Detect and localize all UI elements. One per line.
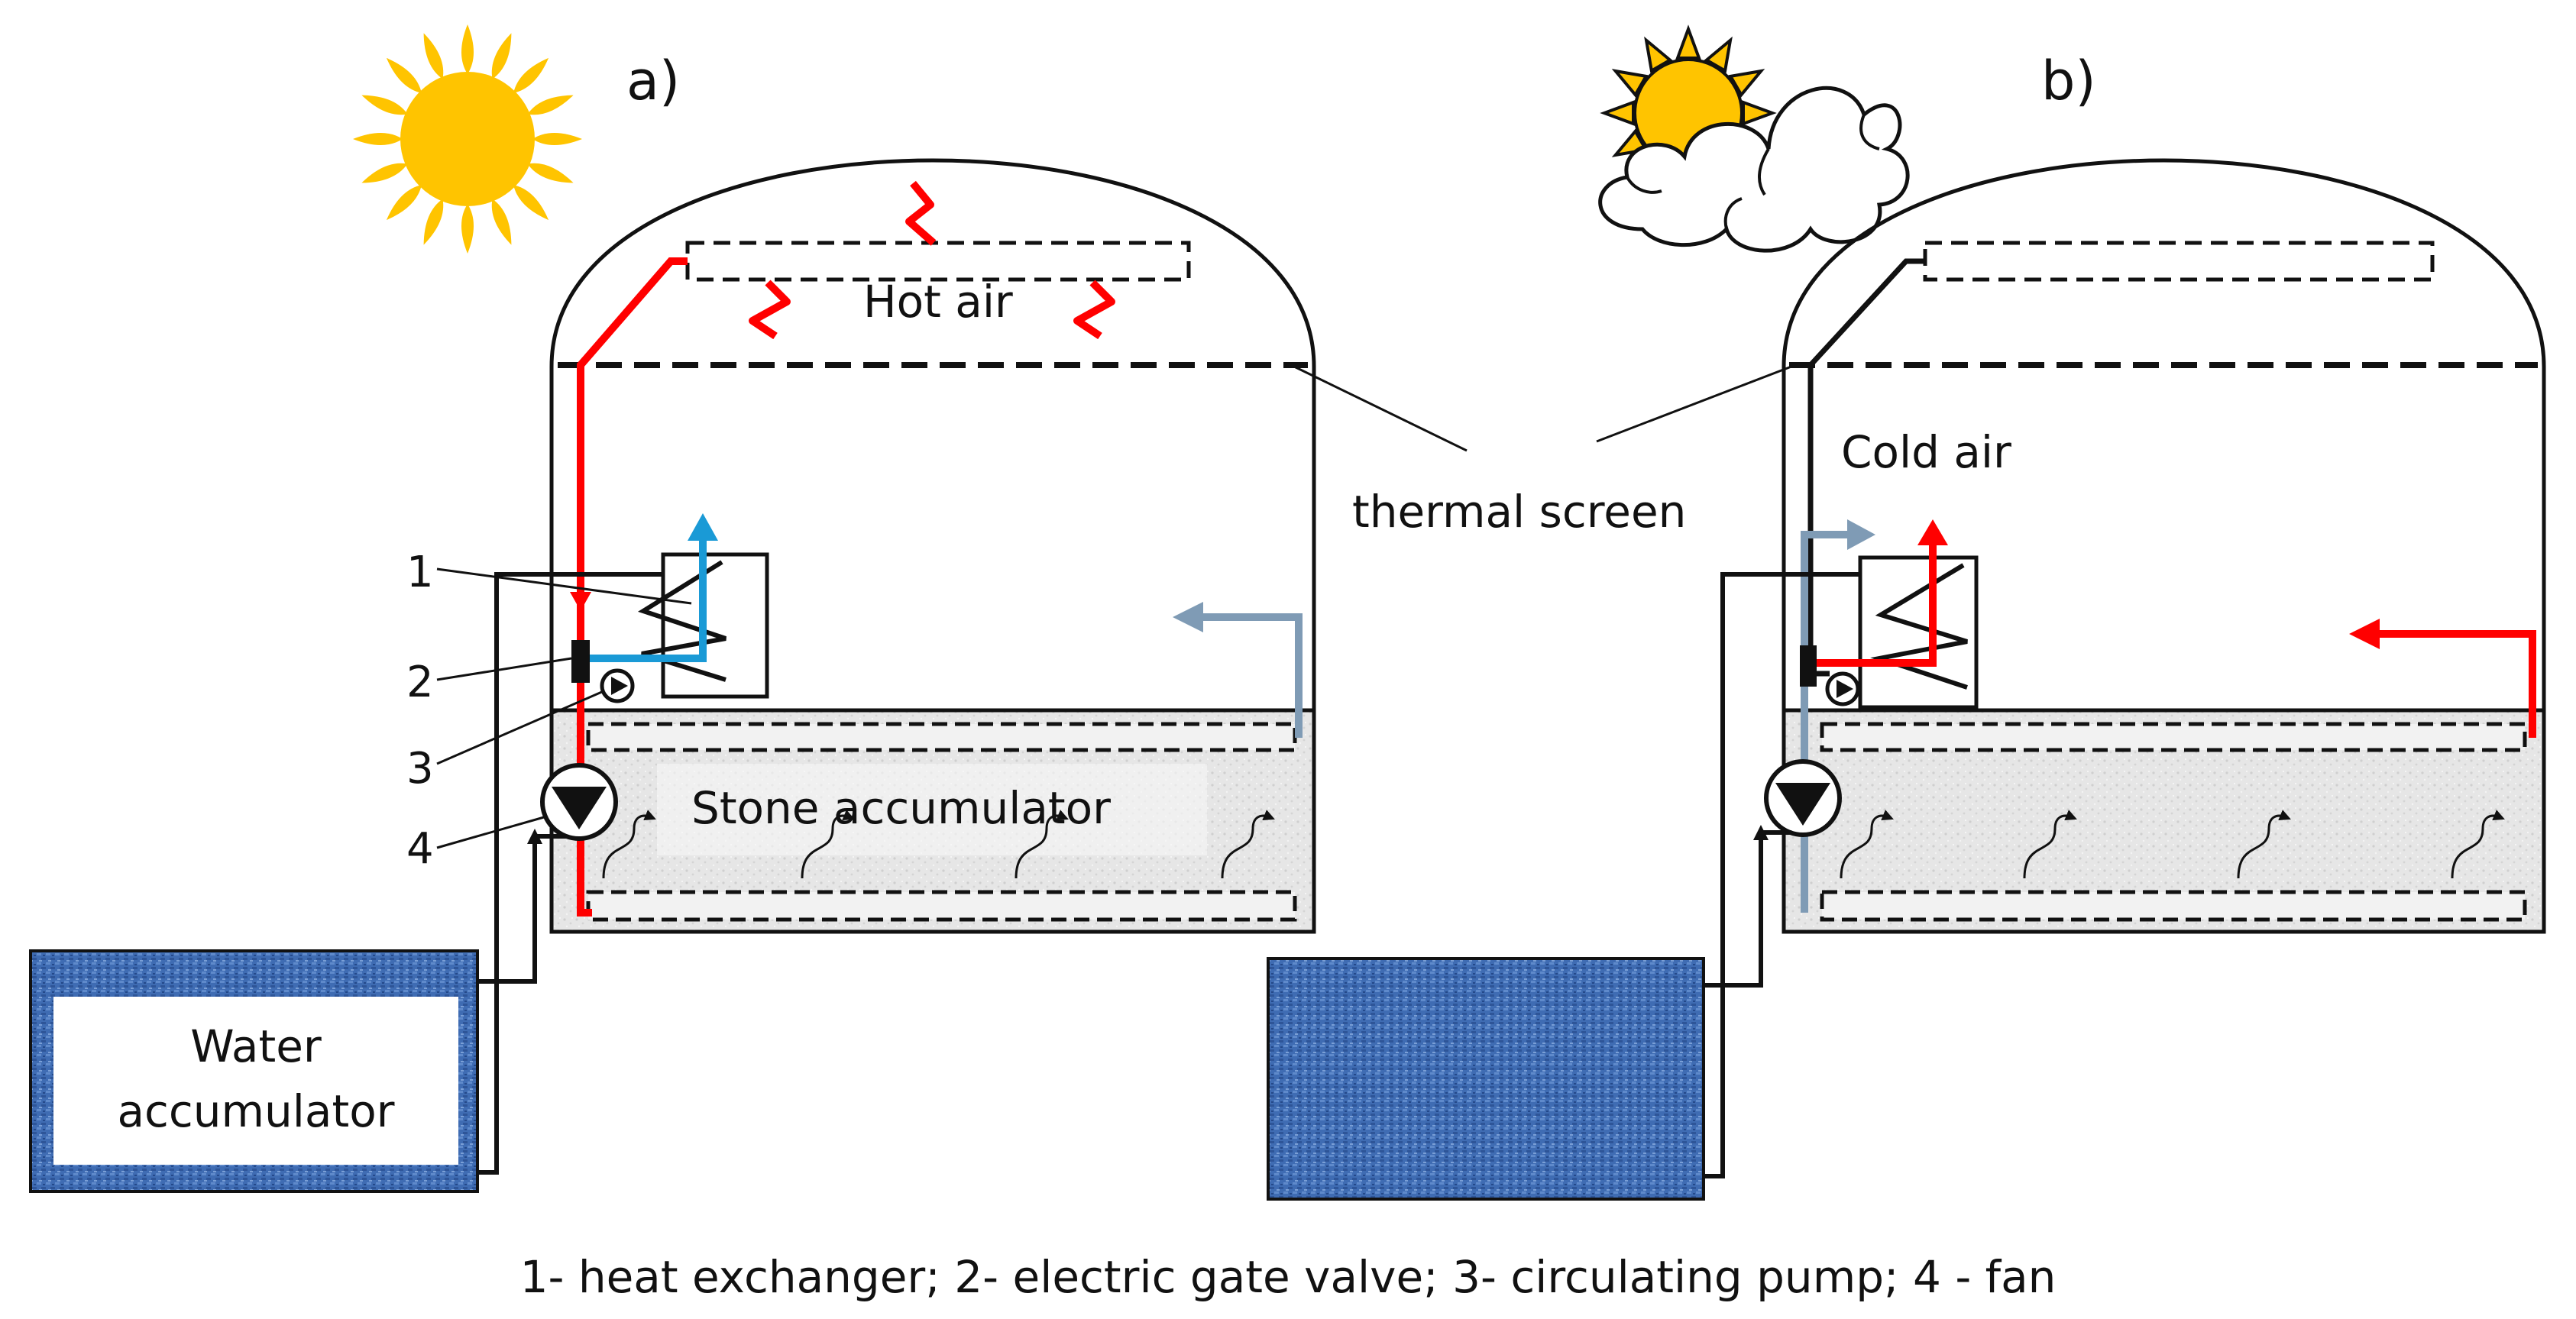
stone-upper-duct-b	[1820, 722, 2527, 752]
fan-b	[1764, 759, 1842, 837]
water-accumulator-b	[1267, 957, 1705, 1201]
water-accumulator-label-2: accumulator	[117, 1085, 394, 1137]
panel-b-label: b)	[2041, 50, 2096, 112]
callout-leaders	[436, 567, 692, 849]
thermal-screen-label: thermal screen	[1352, 486, 1686, 538]
greenhouse-b-outline	[1782, 158, 2546, 710]
upper-air-duct-b	[1923, 241, 2435, 282]
warm-flow-outlet-a	[581, 538, 707, 662]
hot-return-flow-b	[2376, 630, 2536, 738]
stone-heat-waves-a	[602, 810, 1275, 879]
sun-behind-cloud-icon	[1598, 24, 1910, 253]
hot-air-squiggles-a	[749, 180, 1115, 340]
hot-pipe-a	[577, 257, 688, 917]
gate-valve-b	[1800, 645, 1817, 687]
stone-lower-duct-b	[1820, 890, 2527, 922]
thermal-screen-callout: thermal screen	[1290, 364, 1796, 538]
upper-air-duct-a	[685, 241, 1191, 282]
panel-a: a) Stone accumulator Hot air	[29, 24, 1316, 1193]
callout-3: 3	[406, 744, 434, 794]
water-pipes-b	[1704, 572, 1860, 1178]
callout-4: 4	[406, 824, 434, 874]
callout-2: 2	[406, 658, 434, 707]
stone-accumulator-label-a: Stone accumulator	[691, 782, 1111, 834]
hot-air-label: Hot air	[863, 276, 1013, 328]
stone-upper-duct-a	[586, 722, 1297, 752]
stone-lower-duct-a	[586, 890, 1297, 922]
panel-b: b) Cold air	[1267, 24, 2546, 1201]
cold-air-label: Cold air	[1841, 426, 2011, 478]
callout-1: 1	[406, 548, 434, 597]
cold-return-flow-a	[1199, 613, 1303, 738]
greenhouse-a-outline	[549, 158, 1316, 710]
legend-caption: 1- heat exchanger; 2- electric gate valv…	[520, 1251, 2057, 1303]
duct-pipe-b	[1807, 258, 1925, 677]
fan-a	[540, 763, 618, 841]
panel-a-label: a)	[626, 50, 680, 112]
circulating-pump-a	[600, 668, 635, 703]
hot-flow-outlet-b	[1814, 542, 1937, 667]
water-accumulator-label-1: Water	[190, 1020, 322, 1072]
sun-icon	[353, 24, 582, 254]
circulating-pump-b	[1825, 671, 1860, 706]
stone-heat-waves-b	[1840, 810, 2505, 879]
gate-valve-a	[571, 640, 590, 683]
